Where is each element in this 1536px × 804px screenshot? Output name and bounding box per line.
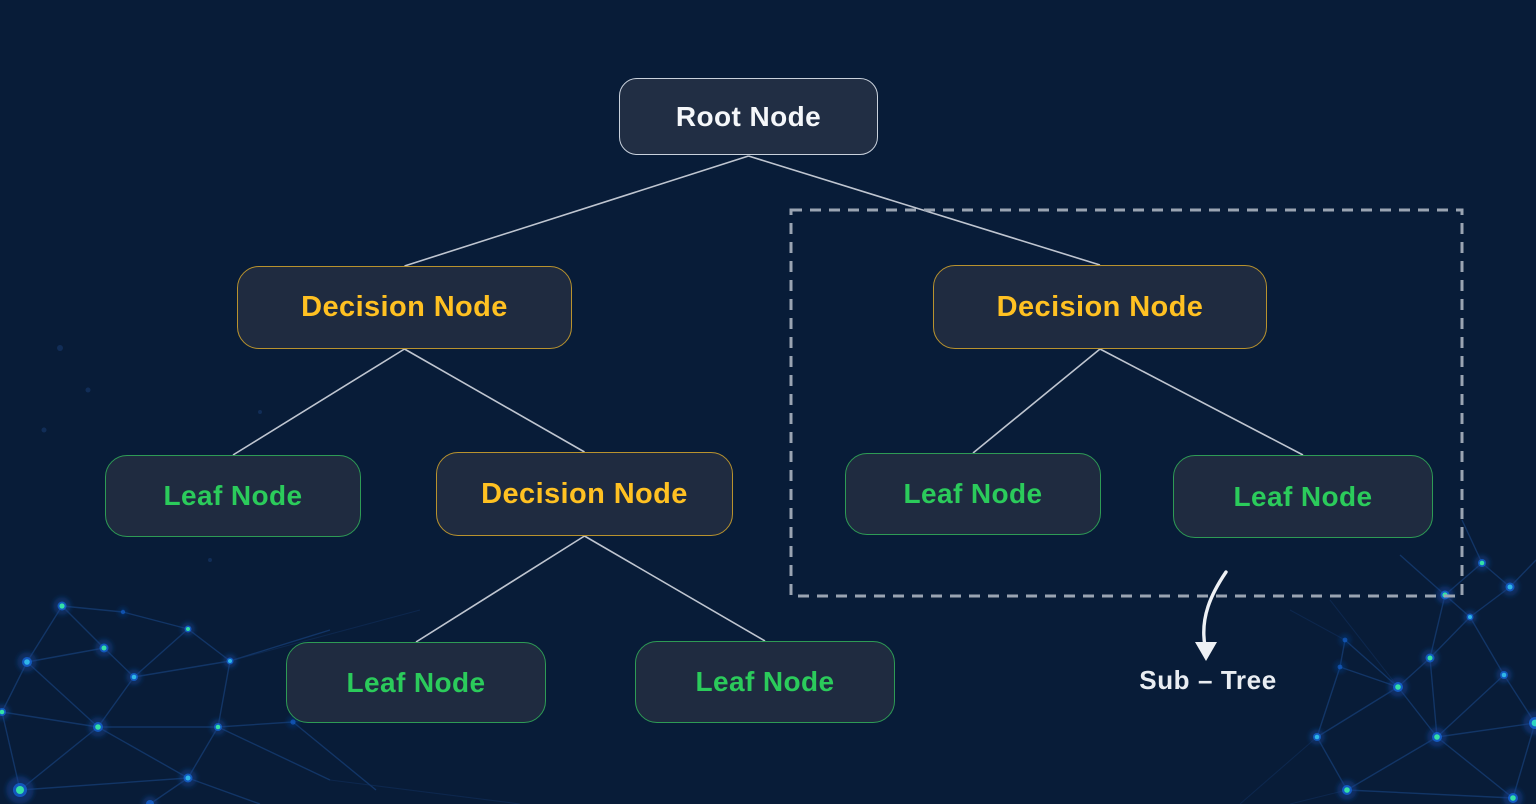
constellation-decoration-bottom-right [1239,519,1536,804]
edge-lines [232,155,1304,643]
node-leaf-left: Leaf Node [105,455,361,537]
constellation-decoration-bottom-left [0,345,521,804]
subtree-label: Sub – Tree [1139,665,1277,695]
edge-decisionright-leafsub2 [1099,348,1304,456]
node-decision-mid: Decision Node [436,452,733,536]
node-decision-right: Decision Node [933,265,1267,349]
edge-decisionleft-leafleft [232,348,405,456]
edge-decisionleft-decisionmid [404,348,585,453]
edge-decisionmid-leafb2 [584,535,766,642]
edge-root-decision-left [404,155,749,267]
node-leaf-sub-left: Leaf Node [845,453,1101,535]
node-leaf-sub-right: Leaf Node [1173,455,1433,538]
arrow-down-icon [1195,642,1217,661]
edge-decisionmid-leafb1 [415,535,585,643]
node-leaf-bottom-left: Leaf Node [286,642,546,723]
node-root: Root Node [619,78,878,155]
edge-decisionright-leafsub1 [972,348,1101,454]
node-leaf-bottom-right: Leaf Node [635,641,895,723]
subtree-dashed-boundary [789,208,1464,598]
subtree-arrow [1195,570,1228,661]
node-decision-left: Decision Node [237,266,572,349]
